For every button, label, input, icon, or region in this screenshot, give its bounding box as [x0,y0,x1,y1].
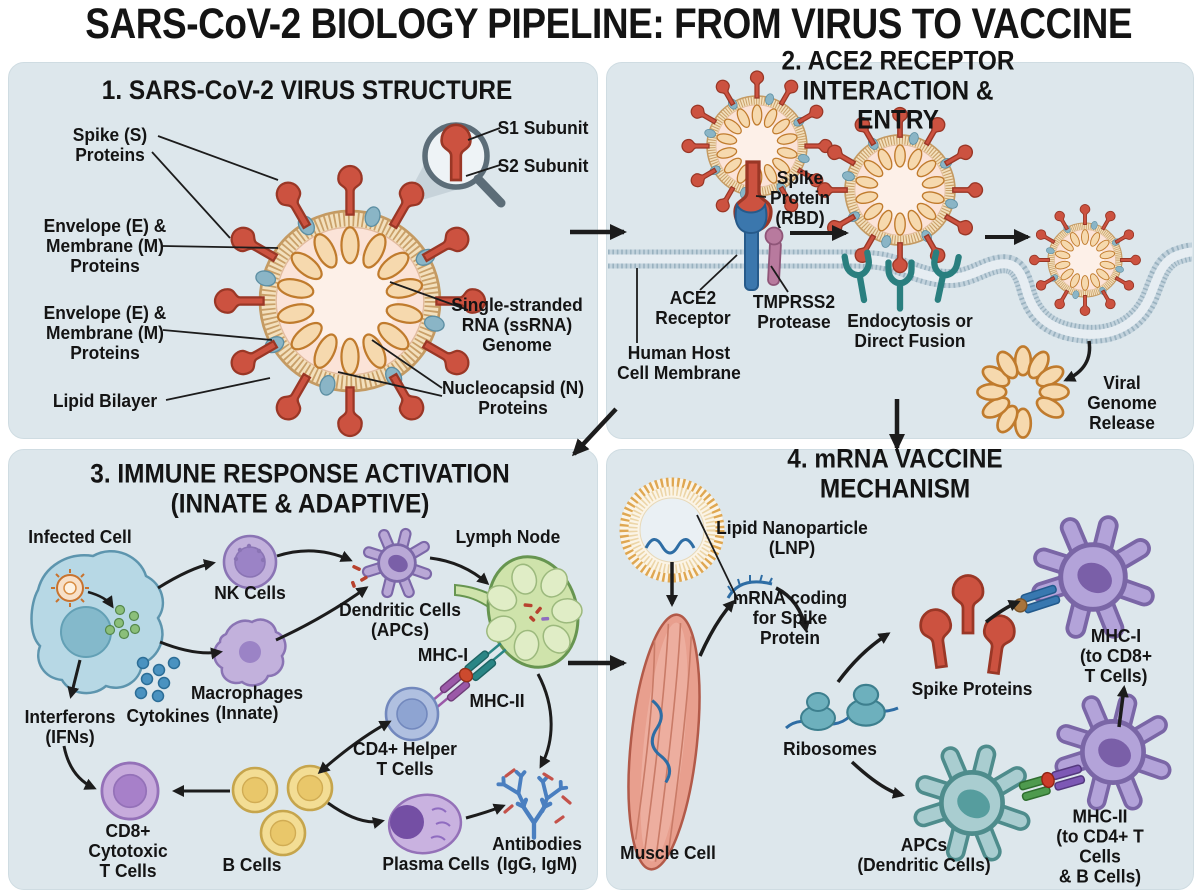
label-viral-genome-release: Viral Genome Release [1087,371,1157,434]
label-cd8-t-cells: CD8+ Cytotoxic T Cells [88,819,168,882]
label-tmprss2: TMPRSS2 Protease [752,290,836,332]
dendritic-cell-icon [367,533,427,593]
label-endocytosis: Endocytosis or Direct Fusion [847,309,973,351]
label-mhc-ii: MHC-II [469,689,525,711]
b-cell-icon [286,764,334,812]
macrophage-icon [213,618,287,687]
antibodies-icon [496,768,572,838]
label-lymph-node: Lymph Node [455,525,561,547]
label-infected-cell: Infected Cell [28,525,132,547]
label-ace2-receptor: ACE2 Receptor [655,286,731,328]
label-spike-proteins: Spike (S) Proteins [72,123,148,165]
panel3-arrows [62,549,553,829]
label-nk-cells: NK Cells [214,581,286,603]
label-ribosomes: Ribosomes [783,737,877,759]
host-membrane-icon [608,242,1193,344]
b-cell-icon [231,766,279,814]
panel1-title: 1. SARS-CoV-2 VIRUS STRUCTURE [101,75,513,106]
infected-cell-icon [30,550,165,695]
mhc-complex-icon [429,642,507,710]
label-s2-subunit: S2 Subunit [497,154,589,176]
virus-endocytosed-icon [1030,205,1141,316]
label-mhc-i-4: MHC-I (to CD8+ T Cells) [1080,624,1152,687]
tmprss2-icon [764,226,784,286]
label-plasma-cells: Plasma Cells [382,852,490,874]
genome-coil-icon [976,345,1070,439]
label-lipid-bilayer: Lipid Bilayer [52,389,158,411]
label-dendritic-cells: Dendritic Cells (APCs) [339,598,461,640]
page-title-text: SARS-CoV-2 BIOLOGY PIPELINE: FROM VIRUS … [85,0,1133,48]
label-envelope-membrane-b: Envelope (E) & Membrane (M) Proteins [43,301,167,364]
label-apcs: APCs (Dendritic Cells) [857,833,991,875]
page-title: SARS-CoV-2 BIOLOGY PIPELINE: FROM VIRUS … [0,0,1200,49]
mrna-icon [644,538,696,555]
label-cd4-t-cells: CD4+ Helper T Cells [353,737,457,779]
label-cytokines: Cytokines [126,704,210,726]
label-macrophages: Macrophages (Innate) [190,681,304,723]
label-envelope-membrane-a: Envelope (E) & Membrane (M) Proteins [43,214,167,277]
label-s1-subunit: S1 Subunit [497,116,589,138]
immune-response-illustration [30,533,583,857]
free-mrna-icon [726,574,773,599]
label-mrna-coding: mRNA coding for Spike Protein [732,586,848,649]
ribosomes-icon [784,683,899,731]
label-mhc-ii-4: MHC-II (to CD4+ T Cells & B Cells) [1056,805,1144,888]
label-b-cells: B Cells [222,853,282,875]
vaccine-illustration [619,477,1162,871]
cd4-cell-icon [386,688,438,740]
lymph-node-icon [454,555,583,669]
antigen-fragments-icon [350,564,368,588]
dendritic-cell-mhc1-icon [1041,525,1145,629]
antigen-in-node [523,603,550,622]
label-spike-rbd: Spike Protein (RBD) [770,166,830,229]
label-mhc-i: MHC-I [417,643,469,665]
panel4-title: 4. mRNA VACCINE MECHANISM [787,443,1003,503]
label-antibodies: Antibodies (IgG, IgM) [492,832,582,874]
lnp-icon [619,477,725,583]
label-nucleocapsid: Nucleocapsid (N) Proteins [441,376,585,418]
plasma-cell-icon [387,793,463,855]
label-interferons: Interferons (IFNs) [24,705,116,747]
leader-lines-panel1 [151,127,501,401]
virus-structure-illustration [151,122,506,436]
panel2-title: 2. ACE2 RECEPTOR INTERACTION & ENTRY [781,45,1015,135]
panel4-arrows [666,514,1129,799]
nk-cell-granules [233,543,266,563]
flow-arrows [568,224,905,671]
label-spike-proteins-4: Spike Proteins [911,677,1033,699]
panel3-title: 3. IMMUNE RESPONSE ACTIVATION (INNATE & … [90,458,510,518]
virus-particle-icon [51,569,89,607]
spike-proteins-icon [917,574,1018,677]
label-ssrna-genome: Single-stranded RNA (ssRNA) Genome [451,293,583,356]
cd8-cell-icon [101,762,159,820]
nk-cell-icon [224,536,276,588]
mhc-ii-complex-icon [1018,764,1086,801]
dendritic-cell-mhc2-icon [1064,703,1162,801]
viral-proteins-icon [104,604,141,640]
muscle-cell-icon [627,613,701,871]
receptor-entry-illustration [608,71,1193,439]
b-cell-icon [259,809,307,857]
label-muscle-cell: Muscle Cell [620,841,716,863]
label-host-membrane: Human Host Cell Membrane [617,341,741,383]
cytokines-icon [134,656,181,703]
ace2-receptor-icon [734,202,768,291]
panel2-arrows [636,195,1092,382]
mrna-icon [650,699,672,784]
label-lnp: Lipid Nanoparticle (LNP) [716,516,868,558]
magnifier-icon [422,122,506,208]
